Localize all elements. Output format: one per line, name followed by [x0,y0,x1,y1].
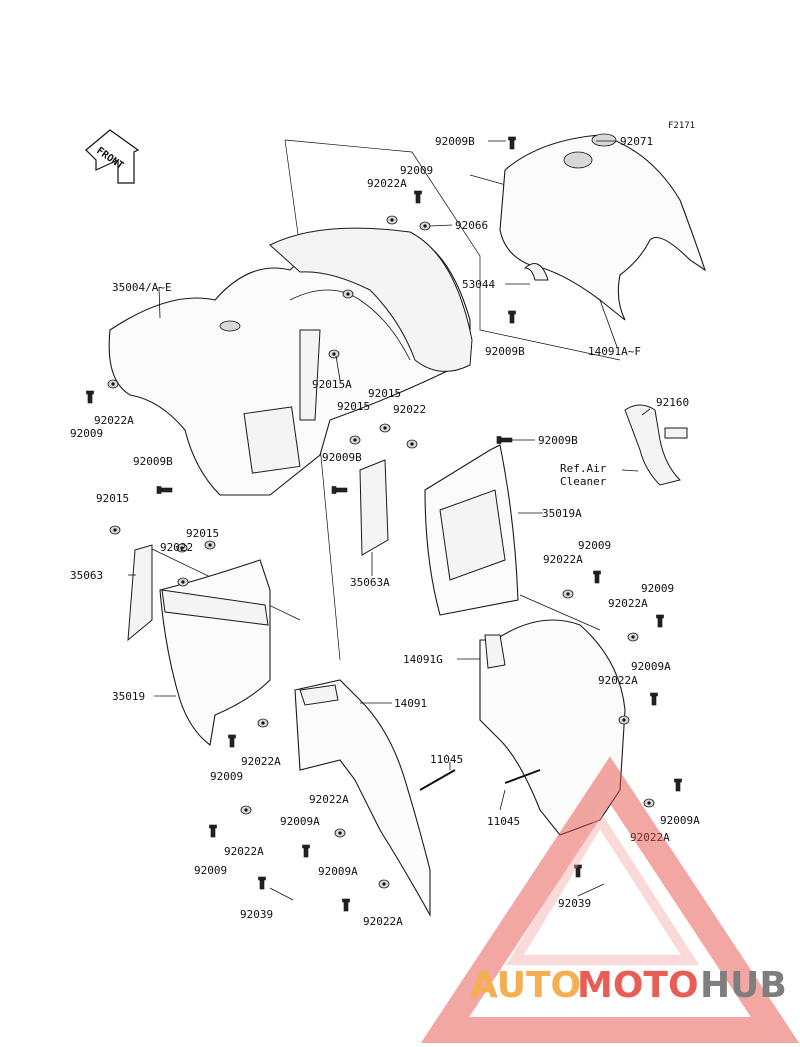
part-label[interactable]: 92022A [94,414,134,427]
part-label[interactable]: 53044 [462,278,495,291]
part-label[interactable]: 11045 [487,815,520,828]
inner-fender-14091 [294,679,431,918]
figure-code: F2171 [668,121,695,131]
part-label[interactable]: 92022A [608,597,648,610]
bracket-35063 [127,544,153,642]
part-labels: 92009B 92071 92009 92022A 92066 35004/A~… [70,135,700,928]
part-label[interactable]: 92009 [400,164,433,177]
part-label[interactable]: 92009B [322,451,362,464]
part-label[interactable]: 92015A [312,378,352,391]
part-label[interactable]: 92009B [485,345,525,358]
part-label[interactable]: 92022A [241,755,281,768]
part-label[interactable]: 92009A [660,814,700,827]
part-label[interactable]: 35019 [112,690,145,703]
part-label[interactable]: 92022A [363,915,403,928]
part-label[interactable]: 92009 [210,770,243,783]
part-label[interactable]: 35019A [542,507,582,520]
watermark-hub: HUB [700,965,787,1006]
part-label[interactable]: 92022A [598,674,638,687]
part-label[interactable]: 92022 [393,403,426,416]
ref-note-line2: Cleaner [560,475,607,488]
part-label[interactable]: 92015 [96,492,129,505]
part-label[interactable]: 92009 [194,864,227,877]
mudflap-35019a [424,444,519,616]
front-fender-top [499,133,707,321]
part-label[interactable]: 35063A [350,576,390,589]
part-label[interactable]: 92039 [558,897,591,910]
part-label[interactable]: 92009A [318,865,358,878]
part-label[interactable]: 14091 [394,697,427,710]
part-label[interactable]: 92009B [538,434,578,447]
part-label[interactable]: 92009 [641,582,674,595]
ref-note-line1: Ref.Air [560,462,607,475]
part-label[interactable]: 92160 [656,396,689,409]
inner-fender-14091g [479,619,626,836]
part-label[interactable]: 35063 [70,569,103,582]
part-label[interactable]: 92022A [543,553,583,566]
rear-fender-upper [108,227,473,496]
part-label[interactable]: 92015 [186,527,219,540]
watermark-moto: MOTO [577,965,699,1006]
watermark-auto: AUTO [470,965,581,1006]
part-label[interactable]: 92009 [578,539,611,552]
part-label[interactable]: 92066 [455,219,488,232]
mudflap-35019 [159,559,271,746]
automotohub-logo: AUTO MOTO HUB [420,756,800,1043]
part-label[interactable]: 92009A [631,660,671,673]
part-label[interactable]: 92022A [630,831,670,844]
part-label[interactable]: 14091G [403,653,443,666]
part-label[interactable]: 14091A~F [588,345,641,358]
part-label[interactable]: 92015 [337,400,370,413]
part-label[interactable]: 92009B [435,135,475,148]
part-label[interactable]: 92022A [224,845,264,858]
part-label[interactable]: 11045 [430,753,463,766]
part-label[interactable]: 92009 [70,427,103,440]
part-label[interactable]: 92039 [240,908,273,921]
part-label[interactable]: 92009B [133,455,173,468]
bracket-35063a [359,459,389,556]
part-label[interactable]: 92022 [160,541,193,554]
part-label[interactable]: 92071 [620,135,653,148]
part-label[interactable]: 92015 [368,387,401,400]
leader-lines [128,140,651,901]
part-label[interactable]: 35004/A~E [112,281,172,294]
front-arrow-icon: FRONT [85,129,140,184]
part-label[interactable]: 92022A [367,177,407,190]
part-label[interactable]: 92009A [280,815,320,828]
air-cleaner-ref [624,404,688,486]
part-label[interactable]: 92022A [309,793,349,806]
